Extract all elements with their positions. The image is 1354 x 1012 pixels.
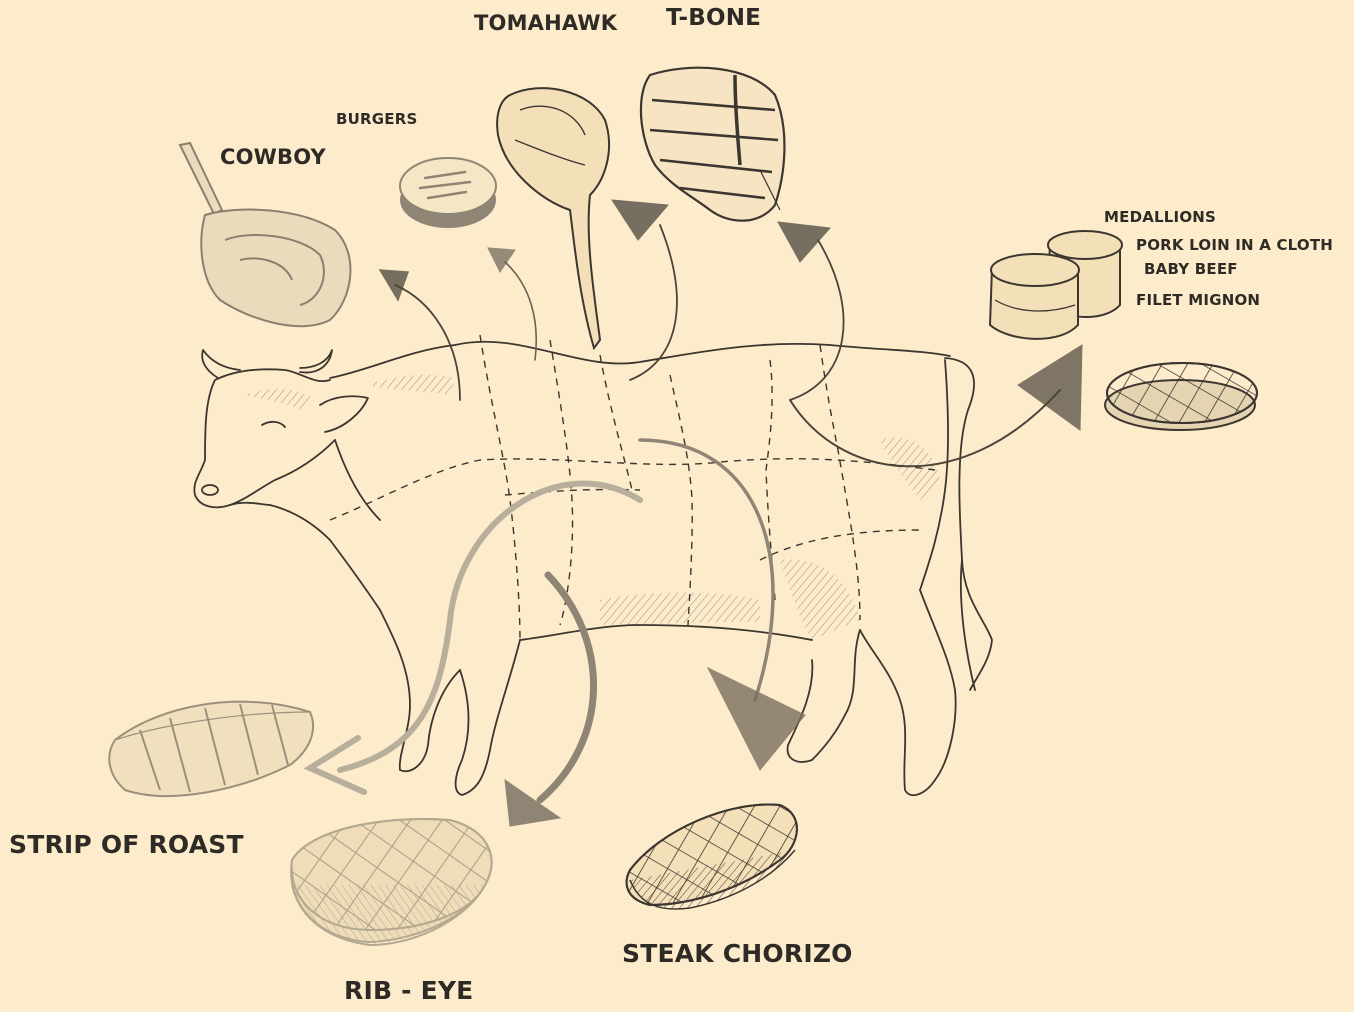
cow-shading xyxy=(245,375,940,640)
medallions-icon xyxy=(990,231,1122,339)
label-baby-beef: BABY BEEF xyxy=(1144,262,1238,277)
label-strip-of-roast: STRIP OF ROAST xyxy=(9,832,244,857)
tomahawk-steak-icon xyxy=(497,88,609,348)
label-medallions: MEDALLIONS xyxy=(1104,210,1216,225)
label-filet-mignon: FILET MIGNON xyxy=(1136,293,1260,308)
tbone-steak-icon xyxy=(641,68,785,221)
label-burgers: BURGERS xyxy=(336,112,417,127)
ribeye-steak-icon xyxy=(291,819,492,945)
label-pork-loin: PORK LOIN IN A CLOTH xyxy=(1136,238,1333,253)
ribs-icon xyxy=(109,702,313,796)
label-tbone: T-BONE xyxy=(666,7,761,30)
cowboy-steak-icon xyxy=(180,143,350,326)
label-cowboy: COWBOY xyxy=(220,147,326,168)
label-rib-eye: RIB - EYE xyxy=(344,978,473,1003)
label-steak-chorizo: STEAK CHORIZO xyxy=(622,941,853,966)
steak-chorizo-icon xyxy=(627,804,797,909)
label-tomahawk: TOMAHAWK xyxy=(474,13,617,34)
burger-patty-icon xyxy=(400,158,496,228)
arrows xyxy=(310,200,1082,826)
grilled-steak-icon xyxy=(1105,363,1257,430)
